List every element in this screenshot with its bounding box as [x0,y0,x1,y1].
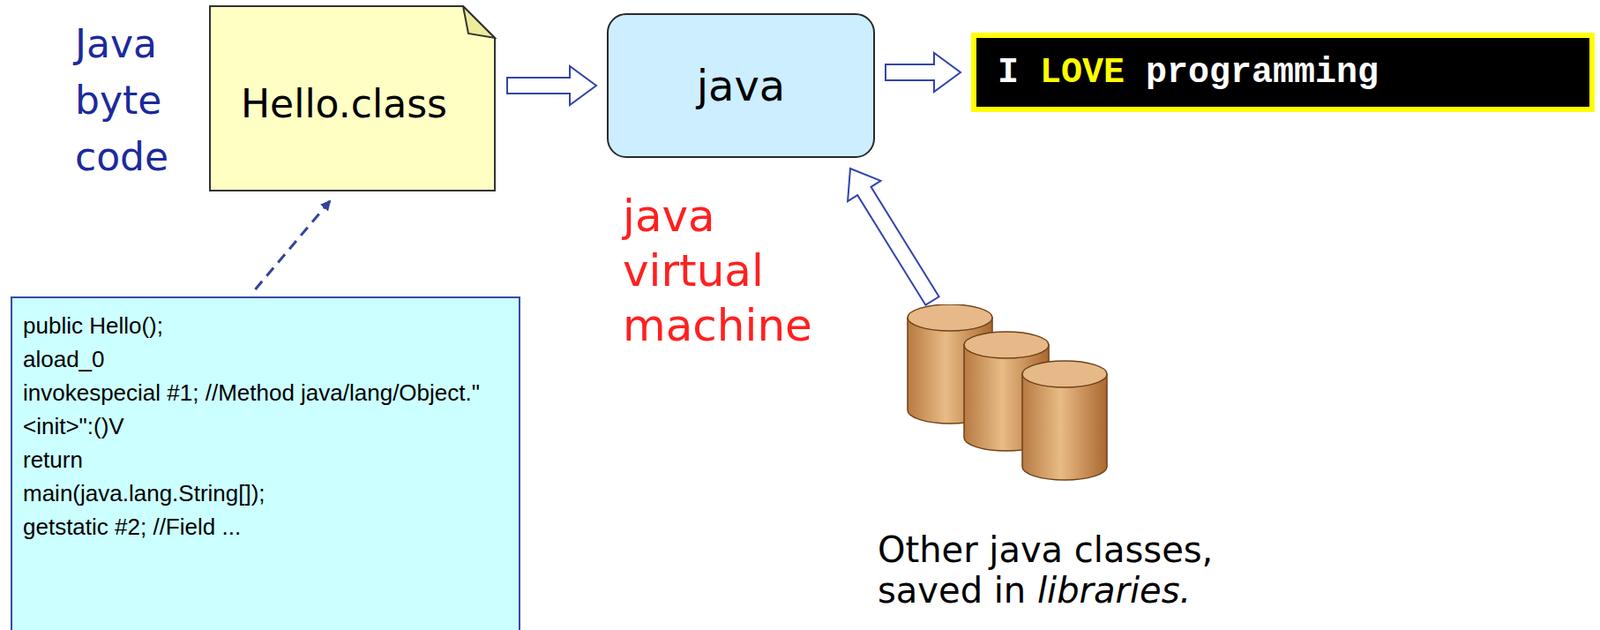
node-text: I LOVE programming [997,52,1379,93]
bytecode-line: return [22,442,509,477]
class-file-note: Hello.class [209,5,497,193]
jvm-caption: java virtual machine [622,188,844,353]
node-text: Hello.class [240,81,448,127]
class-libraries: Other java classes, saved in libraries. [877,304,1319,624]
jvm-box: java [606,13,875,158]
dashed-arrow [254,201,329,290]
node-text: java [696,60,786,111]
bytecode-listing: public Hello();aload_0invokespecial #1; … [10,296,521,630]
node-text: Other java classes, saved in libraries. [877,529,1301,611]
output-console: I LOVE programming [971,32,1595,113]
bytecode-line: main(java.lang.String[]); [22,476,509,510]
bytecode-caption: Java byte code [74,15,208,186]
bytecode-line: getstatic #2; //Field ... [22,509,509,544]
hollow-arrow [847,168,940,306]
hollow-arrow [885,52,961,92]
bytecode-line: aload_0 [22,342,509,376]
bytecode-line: invokespecial #1; //Method java/lang/Obj… [22,375,509,443]
hollow-arrow [507,66,597,105]
bytecode-line: public Hello(); [22,308,509,343]
library-cylinders [904,304,1152,481]
